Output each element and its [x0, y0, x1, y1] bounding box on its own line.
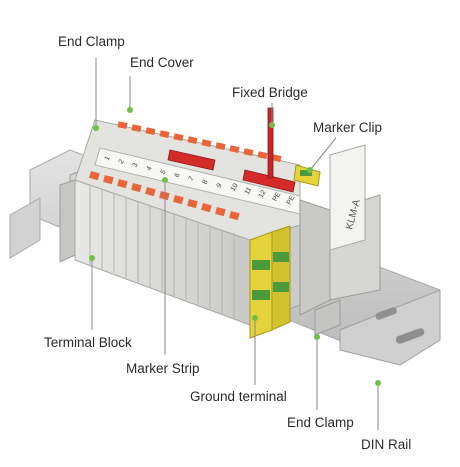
label-end-cover: End Cover	[130, 55, 194, 70]
marker-number: 5	[160, 169, 168, 176]
marker-number: 11	[244, 186, 254, 196]
marker-number: 7	[188, 175, 196, 182]
orange-push-buttons-front	[89, 171, 240, 221]
label-ground-terminal: Ground terminal	[190, 389, 287, 404]
ground-terminal	[249, 164, 321, 339]
label-terminal-block: Terminal Block	[44, 335, 132, 350]
callout-dots	[89, 107, 381, 386]
marker-clip: KLM-A	[329, 144, 366, 251]
marker-number: 10	[230, 182, 240, 192]
marker-number: 1	[104, 155, 112, 162]
orange-push-buttons-back	[117, 121, 282, 162]
marker-number: 9	[216, 182, 224, 189]
marker-number: 3	[132, 162, 140, 169]
fixed-bridge	[167, 107, 296, 193]
marker-number: PE	[272, 191, 283, 203]
marker-number: 4	[146, 165, 154, 172]
label-end-clamp-top: End Clamp	[58, 34, 125, 49]
marker-number: 8	[202, 179, 210, 186]
marker-number: 2	[118, 158, 126, 165]
label-fixed-bridge: Fixed Bridge	[232, 85, 308, 100]
label-end-clamp-bottom: End Clamp	[287, 415, 354, 430]
marker-number: 12	[258, 189, 268, 199]
label-marker-clip: Marker Clip	[313, 120, 383, 135]
marker-number: 6	[174, 172, 182, 179]
label-marker-strip: Marker Strip	[126, 361, 200, 376]
leader-lines	[91, 58, 379, 430]
label-din-rail: DIN Rail	[361, 437, 412, 452]
marker-number: PE	[286, 194, 297, 206]
